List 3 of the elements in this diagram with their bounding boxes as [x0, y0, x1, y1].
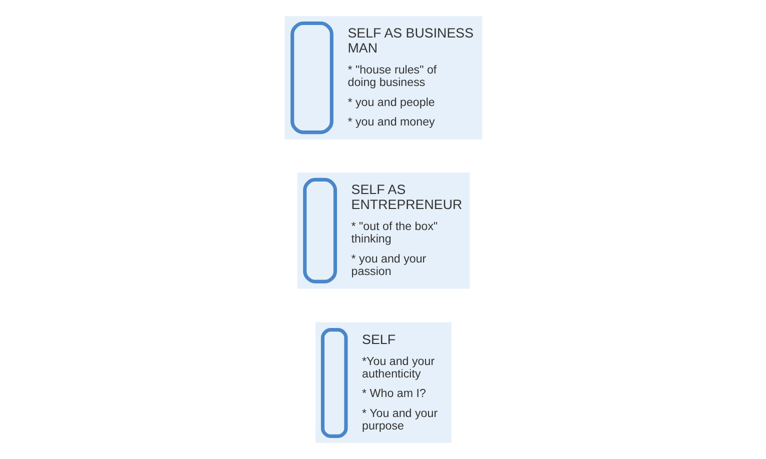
- node-box: SELF AS ENTREPRENEUR * "out of the box" thinking * you and your passion: [296, 172, 470, 289]
- node-box: SELF *You and your authenticity * Who am I? * You and your purpose: [315, 322, 451, 443]
- node-box: SELF AS BUSINESS MAN * "house rules" of doing business * you and people * you and money: [284, 16, 482, 140]
